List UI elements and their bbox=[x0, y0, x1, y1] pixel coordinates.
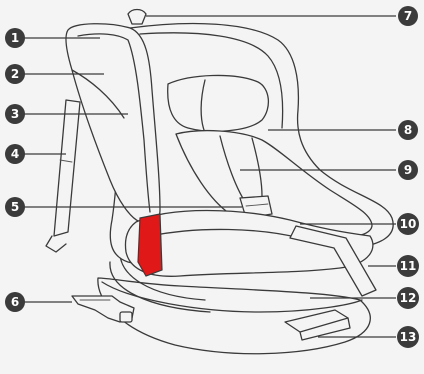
callout-badge-1: 1 bbox=[5, 28, 25, 48]
callout-number-8: 8 bbox=[404, 123, 412, 137]
callout-number-11: 11 bbox=[400, 259, 417, 273]
support-leg bbox=[46, 100, 80, 252]
callout-badge-13: 13 bbox=[397, 326, 419, 348]
callout-number-4: 4 bbox=[11, 147, 19, 161]
callout-number-2: 2 bbox=[11, 67, 19, 81]
callout-badge-4: 4 bbox=[5, 144, 25, 164]
callout-number-3: 3 bbox=[11, 107, 19, 121]
callout-number-7: 7 bbox=[404, 9, 412, 23]
callout-badge-9: 9 bbox=[398, 160, 418, 180]
callout-badge-8: 8 bbox=[398, 120, 418, 140]
callout-number-13: 13 bbox=[400, 330, 417, 344]
callout-number-5: 5 bbox=[11, 200, 19, 214]
callout-badge-2: 2 bbox=[5, 64, 25, 84]
callout-number-6: 6 bbox=[11, 295, 19, 309]
top-tether-knob bbox=[128, 10, 146, 25]
callout-badge-6: 6 bbox=[5, 292, 25, 312]
callout-badge-3: 3 bbox=[5, 104, 25, 124]
callout-number-12: 12 bbox=[400, 291, 417, 305]
callout-badge-10: 10 bbox=[397, 213, 419, 235]
callout-badge-11: 11 bbox=[397, 255, 419, 277]
callout-badge-7: 7 bbox=[398, 6, 418, 26]
callout-number-9: 9 bbox=[404, 163, 412, 177]
callout-badge-12: 12 bbox=[397, 287, 419, 309]
headrest-pillow bbox=[168, 75, 269, 131]
callout-badge-5: 5 bbox=[5, 197, 25, 217]
callout-number-10: 10 bbox=[400, 217, 417, 231]
red-belt-guide bbox=[138, 214, 162, 276]
headrest-wing bbox=[66, 24, 160, 224]
callout-number-1: 1 bbox=[11, 31, 19, 45]
